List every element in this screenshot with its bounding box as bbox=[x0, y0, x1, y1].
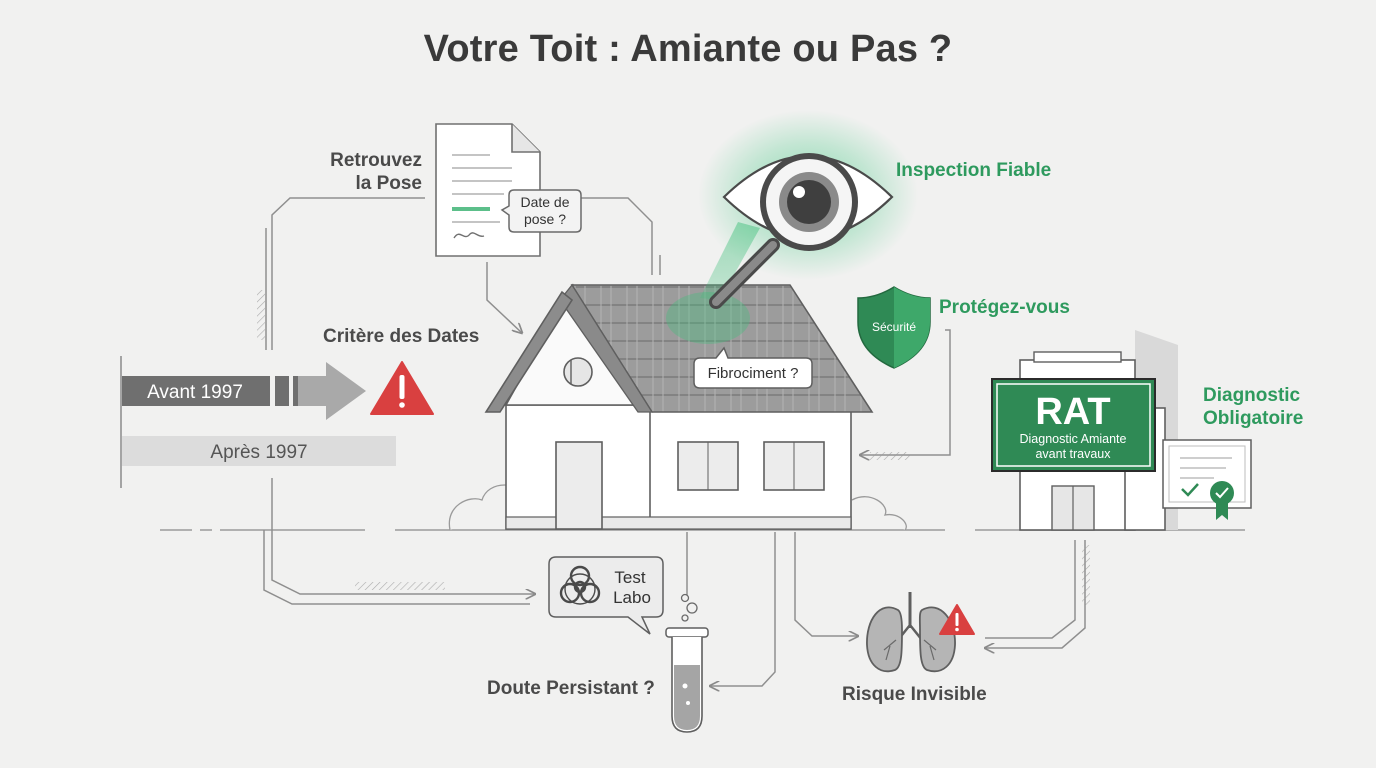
inspection-label: Inspection Fiable bbox=[896, 160, 1052, 181]
shield-icon: Sécurité bbox=[857, 286, 931, 369]
date-bubble-line2: pose ? bbox=[524, 211, 566, 227]
diagnostic-line2: Obligatoire bbox=[1203, 408, 1304, 429]
risque-label: Risque Invisible bbox=[842, 684, 987, 705]
test-labo-bubble: Test Labo bbox=[548, 556, 664, 635]
timeline: Avant 1997 Après 1997 bbox=[120, 356, 396, 488]
fibrociment-bubble: Fibrociment ? bbox=[693, 346, 813, 389]
retrouvez-line2: la Pose bbox=[355, 173, 422, 194]
protegez-label: Protégez-vous bbox=[939, 297, 1070, 318]
timeline-before-bar bbox=[122, 376, 330, 406]
diagnostic-line1: Diagnostic bbox=[1203, 385, 1301, 406]
biohazard-icon bbox=[559, 565, 601, 605]
diagnostic-label: Diagnostic Obligatoire bbox=[1203, 384, 1303, 430]
date-bubble: Date de pose ? bbox=[500, 189, 582, 233]
timeline-after-bar bbox=[122, 436, 396, 466]
warning-icon bbox=[370, 361, 434, 415]
test-label-line2: Labo bbox=[613, 588, 651, 607]
warning-icon-small bbox=[939, 604, 975, 635]
timeline-before-label: Avant 1997 bbox=[147, 382, 243, 403]
fibrociment-label: Fibrociment ? bbox=[708, 365, 799, 382]
timeline-after-label: Après 1997 bbox=[210, 442, 307, 463]
critere-label: Critère des Dates bbox=[323, 326, 480, 347]
arrow-right-icon bbox=[326, 362, 366, 420]
date-bubble-line1: Date de bbox=[520, 194, 569, 210]
certificate-icon bbox=[1162, 439, 1252, 520]
rat-title: RAT bbox=[1035, 391, 1110, 433]
rat-line1: Diagnostic Amiante bbox=[1019, 432, 1126, 446]
retrouvez-line1: Retrouvez bbox=[330, 150, 422, 171]
shield-label: Sécurité bbox=[872, 320, 916, 334]
test-tube-icon bbox=[665, 593, 709, 733]
magnifier-icon bbox=[709, 153, 858, 309]
rat-sign: RAT Diagnostic Amiante avant travaux bbox=[991, 378, 1156, 472]
page-title: Votre Toit : Amiante ou Pas ? bbox=[423, 28, 953, 70]
house-icon bbox=[448, 283, 907, 531]
lungs-icon bbox=[866, 592, 956, 673]
rat-line2: avant travaux bbox=[1035, 447, 1111, 461]
doute-label: Doute Persistant ? bbox=[487, 678, 655, 699]
retrouvez-label: Retrouvez la Pose bbox=[290, 149, 422, 195]
test-label-line1: Test bbox=[614, 568, 645, 587]
